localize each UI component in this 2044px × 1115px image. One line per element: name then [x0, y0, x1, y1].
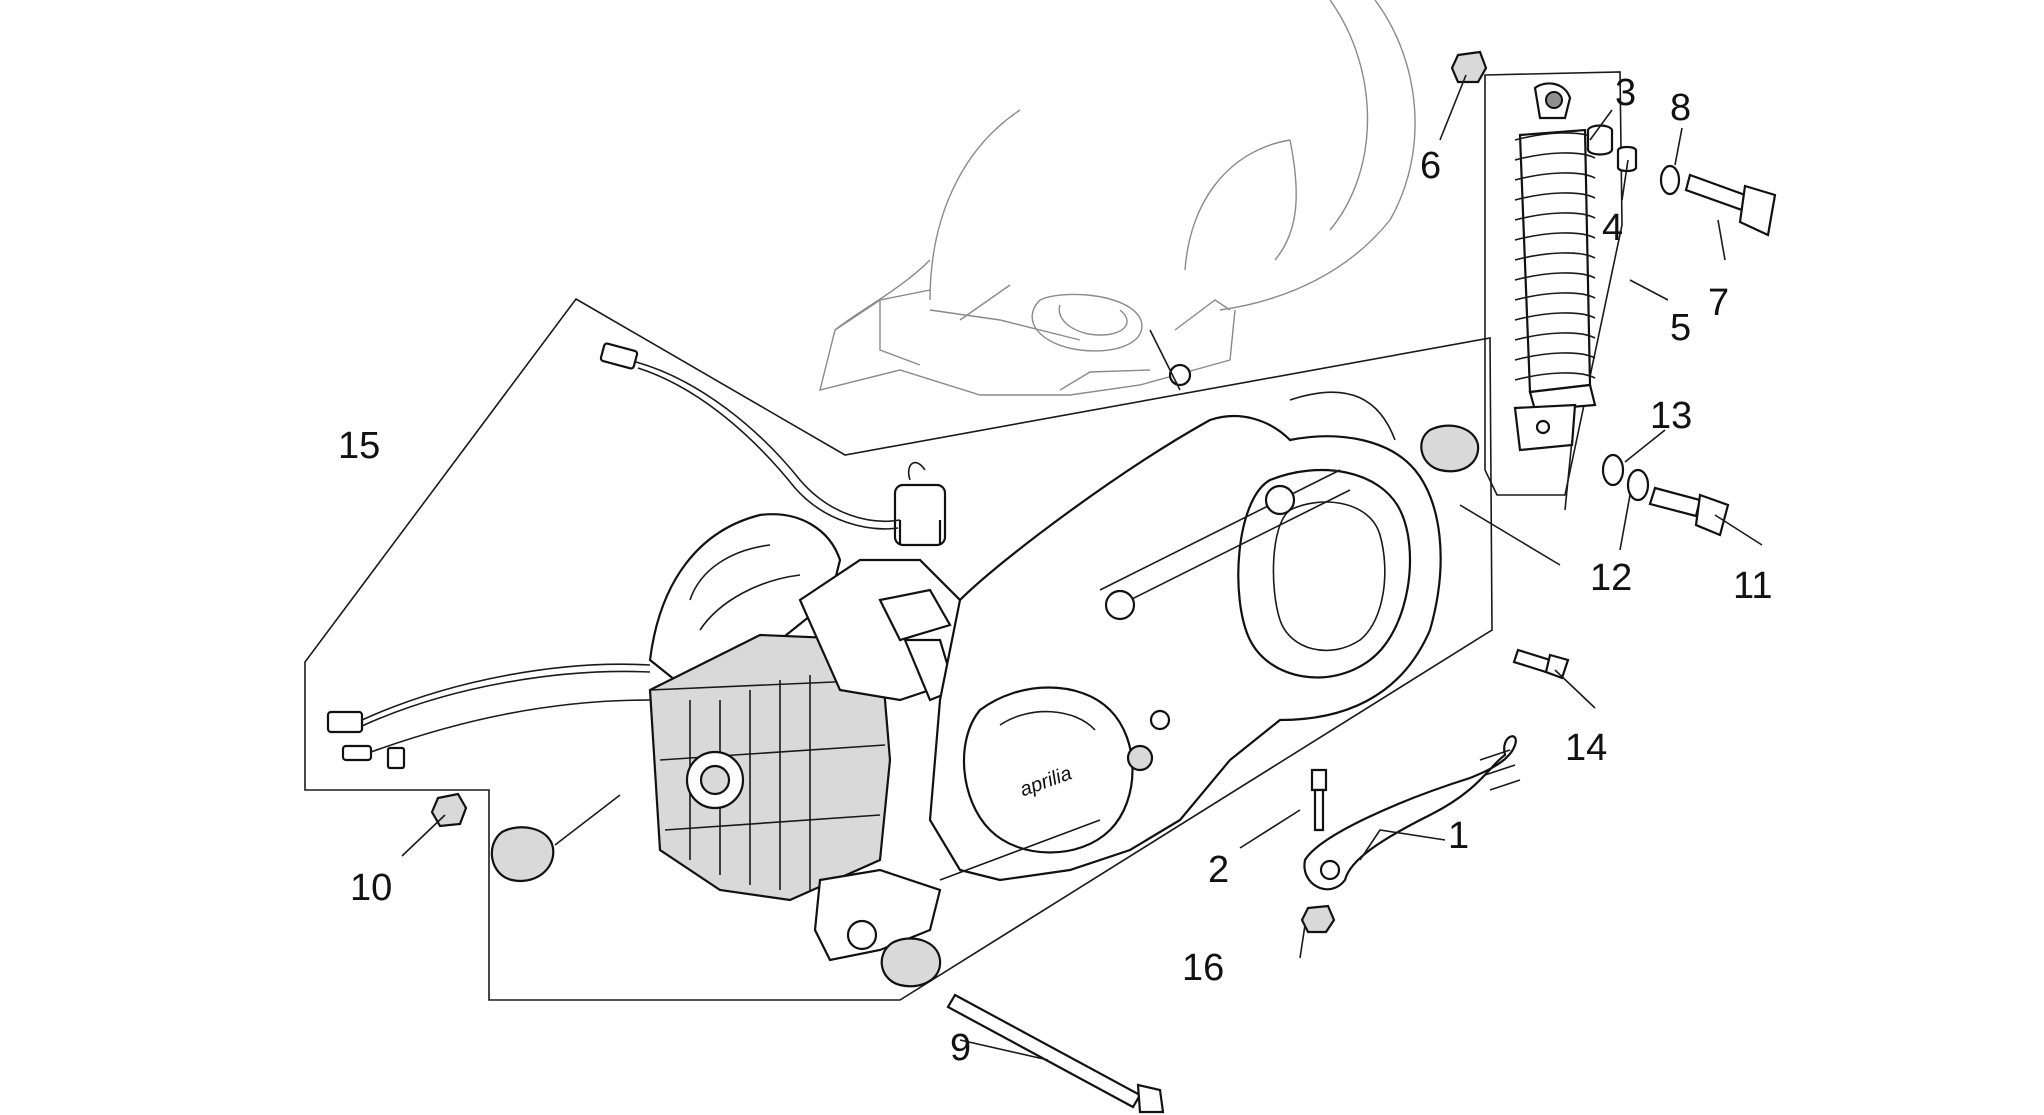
callout-9: 9 — [950, 1027, 971, 1069]
wiring-harness — [326, 342, 901, 770]
assembly-15-boundary — [304, 297, 1493, 1001]
shock-absorber — [1513, 82, 1597, 452]
callout-labels: 1 2 3 4 5 6 7 8 9 10 11 12 13 14 15 16 — [338, 72, 1772, 1069]
small-parts — [430, 50, 1777, 1114]
callout-4: 4 — [1602, 207, 1623, 249]
callout-6: 6 — [1420, 145, 1441, 187]
callout-2: 2 — [1208, 849, 1229, 891]
callout-14: 14 — [1565, 727, 1607, 769]
callout-11: 11 — [1733, 565, 1772, 607]
callout-8: 8 — [1670, 87, 1691, 129]
callout-1: 1 — [1448, 815, 1469, 857]
frame-outline — [819, 0, 1416, 396]
shock-kit-boundary — [1484, 71, 1623, 496]
engine-assembly: aprilia — [648, 329, 1442, 962]
leader-lines — [401, 74, 1763, 1061]
callout-3: 3 — [1615, 72, 1636, 114]
callout-16: 16 — [1182, 947, 1224, 989]
callout-13: 13 — [1650, 395, 1692, 437]
callout-12: 12 — [1590, 557, 1632, 599]
callout-5: 5 — [1670, 307, 1691, 349]
callout-10: 10 — [350, 867, 392, 909]
callout-7: 7 — [1708, 282, 1729, 324]
callout-15: 15 — [338, 425, 380, 467]
